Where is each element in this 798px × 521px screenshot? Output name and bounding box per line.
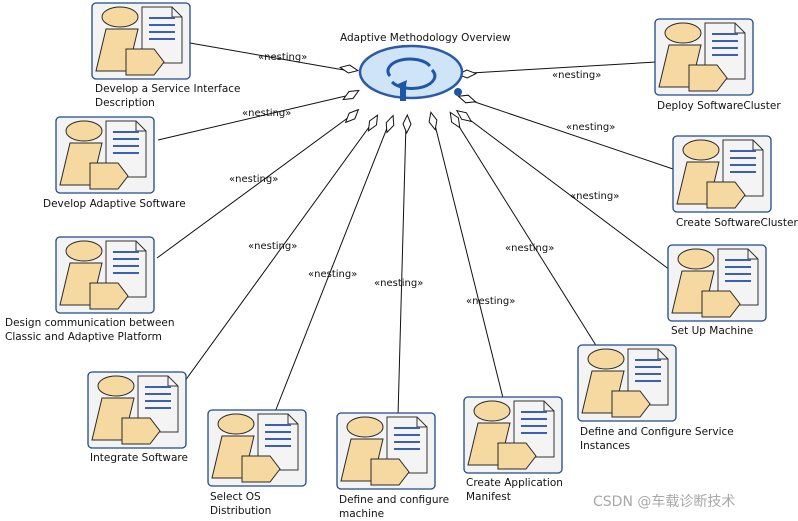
activity-document-icon xyxy=(654,18,754,96)
nesting-label: «nesting» xyxy=(242,108,292,119)
nesting-label: «nesting» xyxy=(466,296,516,307)
nesting-label: «nesting» xyxy=(566,122,616,133)
diagram-title: Adaptive Methodology Overview xyxy=(340,32,511,44)
nesting-label: «nesting» xyxy=(308,269,358,280)
activity-document-icon xyxy=(91,2,191,80)
watermark: CSDN @车载诊断技术 xyxy=(593,494,736,510)
activity-document-icon xyxy=(87,371,187,449)
activity-document-icon xyxy=(463,396,563,474)
node-label: Develop Adaptive Software xyxy=(43,198,186,210)
activity-document-icon xyxy=(55,236,155,314)
node-label: Set Up Machine xyxy=(671,325,754,337)
connector-lines xyxy=(156,42,677,417)
node-label: Deploy SoftwareCluster xyxy=(657,100,781,112)
nesting-label: «nesting» xyxy=(374,278,424,289)
activity-document-icon xyxy=(577,344,677,422)
nesting-label: «nesting» xyxy=(248,241,298,252)
nesting-label: «nesting» xyxy=(229,174,279,185)
nesting-label: «nesting» xyxy=(570,191,620,202)
node-label: Integrate Software xyxy=(90,452,188,464)
activity-document-icon xyxy=(55,116,155,194)
node-label: Create SoftwareCluster xyxy=(676,217,798,229)
nesting-label: «nesting» xyxy=(258,52,308,63)
activity-document-icon xyxy=(336,412,436,490)
activity-document-icon xyxy=(667,244,767,322)
activity-document-icon xyxy=(672,135,772,213)
process-cycle-icon xyxy=(358,44,464,101)
nesting-label: «nesting» xyxy=(552,70,602,81)
activity-document-icon xyxy=(207,409,307,487)
nesting-label: «nesting» xyxy=(505,243,555,254)
